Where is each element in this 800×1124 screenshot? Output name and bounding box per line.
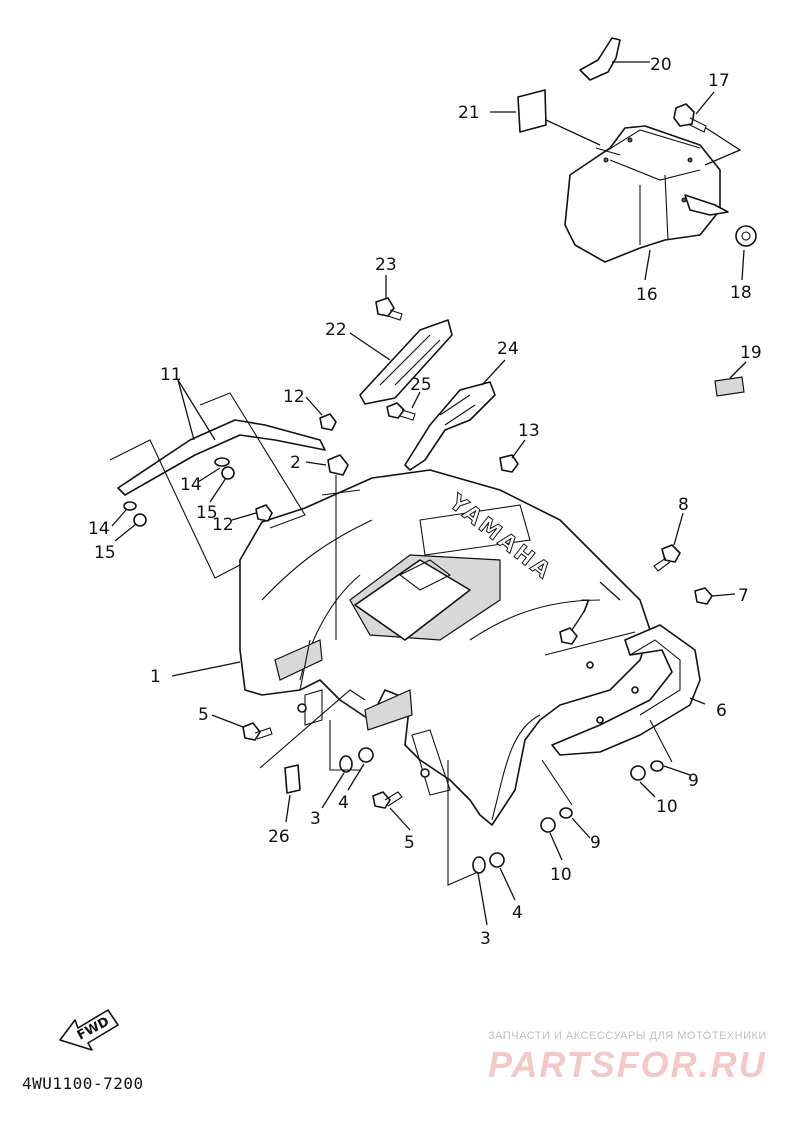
callout-6: 6: [716, 701, 727, 721]
callout-9-upper: 9: [688, 771, 699, 791]
callout-3-left: 3: [310, 809, 321, 829]
callout-12-top: 12: [283, 387, 305, 407]
callout-19: 19: [740, 343, 762, 363]
callout-22: 22: [325, 320, 347, 340]
callout-21: 21: [458, 103, 480, 123]
mud-flap: [551, 624, 701, 756]
rear-fender: YAMAHA: [239, 469, 651, 826]
callout-20: 20: [650, 55, 672, 75]
callout-4-bottom: 4: [512, 903, 523, 923]
misc-parts: [117, 37, 757, 874]
storage-box: [564, 125, 729, 263]
forward-direction-arrow: FWD: [59, 1009, 119, 1051]
callout-7-right: 7: [738, 586, 749, 606]
diagram-part-code: 4WU1100-7200: [22, 1074, 144, 1093]
callout-23: 23: [375, 255, 397, 275]
callout-11: 11: [160, 365, 182, 385]
callout-25: 25: [410, 375, 432, 395]
callout-10-lower: 10: [550, 865, 572, 885]
callout-3-bottom: 3: [480, 929, 491, 949]
callout-9-lower: 9: [590, 833, 601, 853]
callout-15-lower: 15: [94, 543, 116, 563]
callout-2: 2: [290, 453, 301, 473]
callout-14-upper: 14: [180, 475, 202, 495]
callout-10-upper: 10: [656, 797, 678, 817]
callout-5-left: 5: [198, 705, 209, 725]
callout-26: 26: [268, 827, 290, 847]
callout-7-left: 7: [580, 597, 591, 617]
callout-1: 1: [150, 667, 161, 687]
callout-17: 17: [708, 71, 730, 91]
callout-5-right: 5: [404, 833, 415, 853]
callout-8: 8: [678, 495, 689, 515]
watermark-tagline: ЗАПЧАСТИ И АКСЕССУАРЫ ДЛЯ МОТОТЕХНИКИ: [488, 1030, 767, 1042]
callout-16: 16: [636, 285, 658, 305]
callout-24: 24: [497, 339, 519, 359]
callout-18: 18: [730, 283, 752, 303]
callout-labels: 20 17 21 23 16 18 22 24 19 11 12 25 2 13…: [88, 55, 762, 949]
watermark-logo: PARTSFOR.RU: [488, 1044, 767, 1085]
callout-15-upper: 15: [196, 503, 218, 523]
callout-12-lower: 12: [212, 515, 234, 535]
callout-13: 13: [518, 421, 540, 441]
callout-4-left: 4: [338, 793, 349, 813]
leader-lines: [109, 61, 747, 926]
callout-14-lower: 14: [88, 519, 110, 539]
